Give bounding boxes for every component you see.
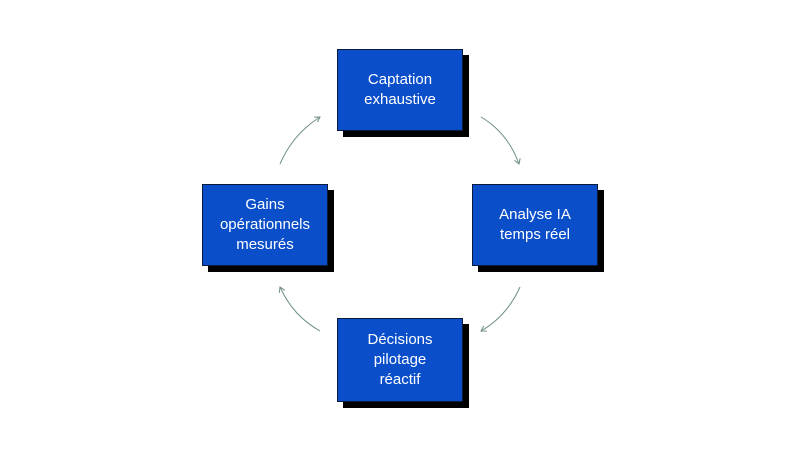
node-decisions-line-3: réactif — [379, 371, 421, 388]
node-analyse-line-1: Analyse IA — [499, 206, 571, 223]
arrow-right-to-bottom — [480, 286, 521, 332]
node-captation: Captation exhaustive — [337, 49, 463, 131]
node-decisions-line-1: Décisions — [367, 331, 433, 348]
node-gains-line-1: Gains — [245, 196, 285, 213]
arrow-left-to-top — [279, 116, 321, 165]
node-decisions-label: Décisions pilotage réactif — [367, 330, 432, 390]
node-analyse-line-2: temps réel — [499, 226, 571, 243]
arrow-bottom-to-left — [278, 286, 321, 332]
node-captation-label: Captation exhaustive — [364, 70, 436, 110]
arrow-top-to-right — [480, 116, 521, 165]
node-gains-line-2: opérationnels — [219, 216, 311, 233]
node-decisions-line-2: pilotage — [373, 351, 427, 368]
node-captation-line-2: exhaustive — [364, 91, 436, 108]
node-analyse-label: Analyse IA temps réel — [499, 205, 571, 245]
node-gains-label: Gains opérationnels mesurés — [220, 195, 310, 255]
node-captation-line-1: Captation — [367, 71, 433, 88]
node-gains-line-3: mesurés — [236, 236, 294, 253]
node-analyse: Analyse IA temps réel — [472, 184, 598, 266]
node-decisions: Décisions pilotage réactif — [337, 318, 463, 402]
node-gains: Gains opérationnels mesurés — [202, 184, 328, 266]
